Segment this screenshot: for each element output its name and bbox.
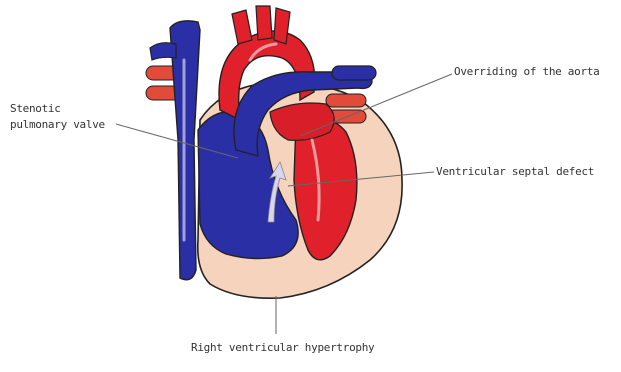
label-right-ventricular-hypertrophy: Right ventricular hypertrophy bbox=[191, 340, 374, 356]
label-overriding-aorta: Overriding of the aorta bbox=[454, 64, 599, 80]
left-blue-branch bbox=[150, 43, 176, 60]
aortic-branches bbox=[232, 6, 290, 44]
label-stenotic-line2: pulmonary valve bbox=[10, 117, 105, 133]
label-ventricular-septal-defect: Ventricular septal defect bbox=[436, 164, 594, 180]
label-stenotic-pulmonary-valve: Stenotic pulmonary valve bbox=[10, 101, 105, 133]
right-pulmonary-branch bbox=[332, 66, 376, 80]
label-stenotic-line1: Stenotic bbox=[10, 101, 105, 117]
